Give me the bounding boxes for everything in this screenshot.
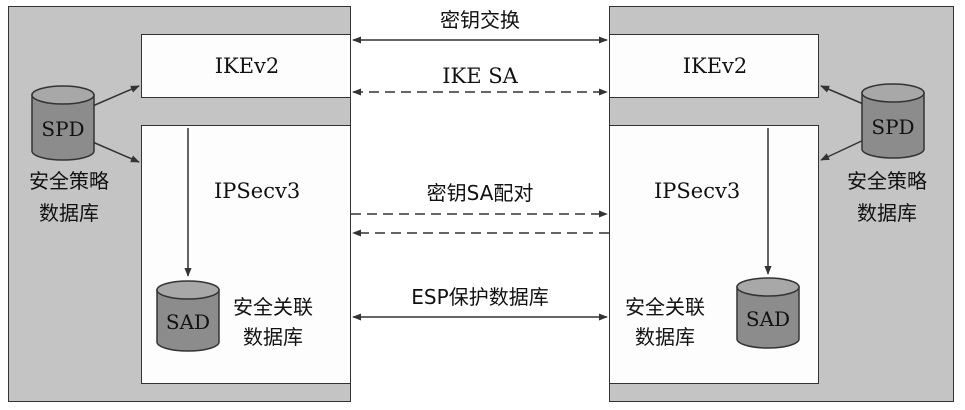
right-sad-caption-line2: 数据库 <box>635 325 695 349</box>
right-spd-to-ipsec-arrow <box>820 137 869 161</box>
esp-label: ESP保护数据库 <box>411 285 549 309</box>
left-spd-database-icon <box>31 85 95 161</box>
left-sad-database-icon <box>156 280 220 352</box>
left-ipsec-label: IPSecv3 <box>214 179 301 203</box>
left-spd-label: SPD <box>41 117 85 141</box>
right-spd-to-ike-arrow <box>820 85 869 107</box>
right-sad-caption-line1: 安全关联 <box>625 295 705 319</box>
right-spd-label: SPD <box>871 115 915 139</box>
right-spd-database-icon <box>861 83 925 159</box>
left-spd-caption-line2: 数据库 <box>39 201 99 225</box>
left-spd-to-ipsec-arrow <box>87 139 140 163</box>
left-ike-box: IKEv2 <box>141 34 351 98</box>
right-spd-caption-line2: 数据库 <box>857 201 917 225</box>
right-sad-label: SAD <box>745 307 791 331</box>
left-sad-caption-line2: 数据库 <box>243 325 303 349</box>
left-spd-to-ike-arrow <box>87 85 140 109</box>
left-spd-caption-line1: 安全策略 <box>29 169 109 193</box>
right-ike-label: IKEv2 <box>682 54 748 78</box>
right-ipsec-label: IPSecv3 <box>654 179 741 203</box>
right-sad-database-icon <box>736 277 800 349</box>
key-sa-pair-label: 密钥SA配对 <box>426 181 534 205</box>
ike-sa-label: IKE SA <box>442 64 518 88</box>
key-exchange-label: 密钥交换 <box>440 8 520 32</box>
left-sad-label: SAD <box>165 310 211 334</box>
left-ike-label: IKEv2 <box>214 54 280 78</box>
right-spd-caption-line1: 安全策略 <box>847 169 927 193</box>
left-sad-caption-line1: 安全关联 <box>233 295 313 319</box>
right-ike-box: IKEv2 <box>609 34 819 98</box>
